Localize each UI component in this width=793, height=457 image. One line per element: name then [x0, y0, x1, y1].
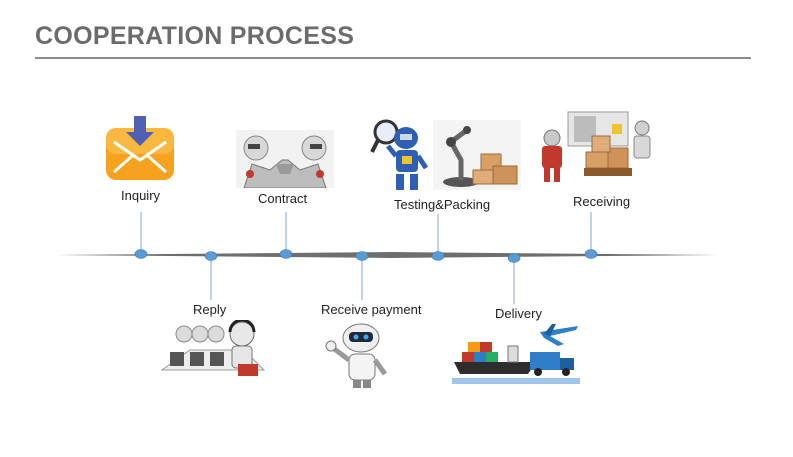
node-reply [204, 251, 218, 261]
robots-truck-image [542, 111, 651, 182]
logistics-delivery-image [452, 324, 580, 384]
timeline-bar [55, 252, 718, 258]
step-label-receiving: Receiving [573, 194, 631, 209]
step-label-contract: Contract [258, 191, 308, 206]
title-divider [35, 57, 751, 59]
step-label-reply: Reply [193, 302, 227, 317]
robot-waving-image [325, 323, 388, 388]
robot-magnifier-image [370, 119, 429, 190]
node-delivery [507, 253, 521, 263]
node-contract [279, 249, 293, 259]
step-label-testing-packing: Testing&Packing [394, 197, 491, 212]
step-label-delivery: Delivery [495, 306, 542, 321]
node-inquiry [134, 249, 148, 259]
node-receive-payment [355, 251, 369, 261]
node-testing-packing [431, 251, 445, 261]
robot-arm-boxes-image [433, 120, 521, 190]
envelope-icon [106, 116, 174, 180]
robots-call-center-image [160, 320, 266, 376]
page-title: COOPERATION PROCESS [35, 22, 355, 50]
step-label-inquiry: Inquiry [121, 188, 161, 203]
robot-handshake-image [236, 130, 334, 188]
node-receiving [584, 249, 598, 259]
step-label-receive-payment: Receive payment [321, 302, 422, 317]
